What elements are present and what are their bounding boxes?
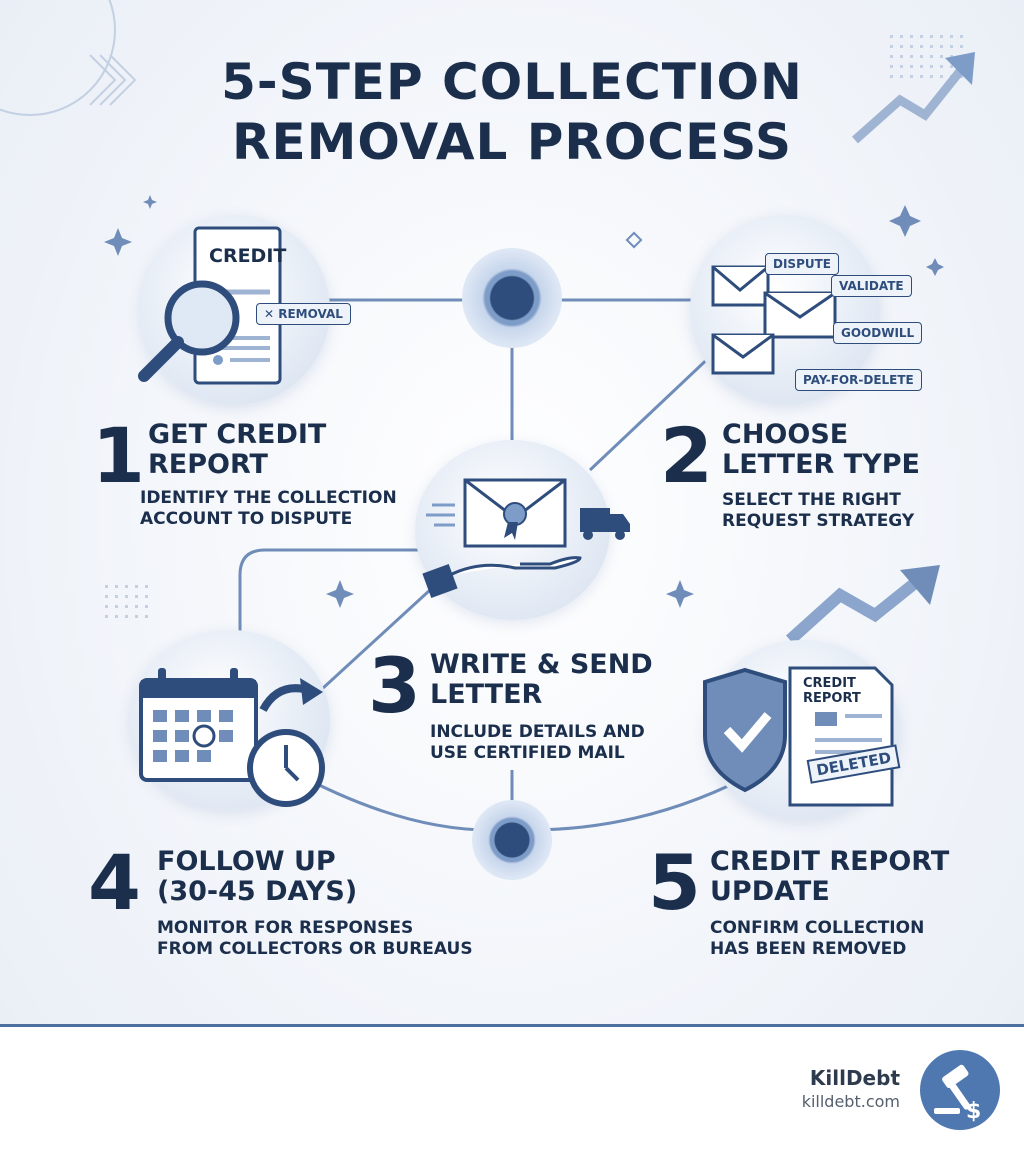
title-line-2: REMOVAL PROCESS <box>231 113 793 171</box>
shield-report-deleted-icon <box>703 666 894 807</box>
step-3-number: 3 <box>368 641 421 730</box>
step-1-title-line-1: GET CREDIT <box>148 419 327 450</box>
calendar-clock-icon <box>139 668 325 807</box>
dispute-tag: DISPUTE <box>765 253 839 275</box>
step-5-number: 5 <box>648 838 701 927</box>
svg-text:$: $ <box>966 1099 981 1124</box>
step-5-description: CONFIRM COLLECTION HAS BEEN REMOVED <box>710 918 924 960</box>
step-5-doc-line-1: CREDIT <box>803 676 856 691</box>
step-2-number: 2 <box>660 411 713 500</box>
step-2-title-line-2: LETTER TYPE <box>722 449 920 480</box>
step-5-desc-line-1: CONFIRM COLLECTION <box>710 918 925 938</box>
step-4-desc-line-1: MONITOR FOR RESPONSES <box>157 918 414 938</box>
step-5-title-line-1: CREDIT REPORT <box>710 846 950 877</box>
step-2-title: CHOOSE LETTER TYPE <box>722 420 920 480</box>
step-1-desc-line-1: IDENTIFY THE COLLECTION <box>140 488 397 508</box>
step-5-doc-line-2: REPORT <box>803 691 861 706</box>
brand-name: KillDebt <box>809 1066 900 1090</box>
step-3-desc-line-2: USE CERTIFIED MAIL <box>430 743 625 763</box>
footer <box>0 1024 1024 1154</box>
certified-mail-hand-icon <box>422 478 630 599</box>
step-5-doc-label: CREDIT REPORT <box>803 676 861 706</box>
step-3-title-line-2: LETTER <box>430 679 543 710</box>
step-3-description: INCLUDE DETAILS AND USE CERTIFIED MAIL <box>430 722 645 764</box>
envelopes-icon <box>711 265 837 375</box>
step-5-desc-line-2: HAS BEEN REMOVED <box>710 939 907 959</box>
step-3-desc-line-1: INCLUDE DETAILS AND <box>430 722 645 742</box>
step-4-desc-line-2: FROM COLLECTORS OR BUREAUS <box>157 939 473 959</box>
step-1-desc-line-2: ACCOUNT TO DISPUTE <box>140 509 353 529</box>
removal-tag: ✕ REMOVAL <box>256 303 351 325</box>
step-2-title-line-1: CHOOSE <box>722 419 849 450</box>
step-4-description: MONITOR FOR RESPONSES FROM COLLECTORS OR… <box>157 918 473 960</box>
validate-tag: VALIDATE <box>831 275 912 297</box>
goodwill-tag: GOODWILL <box>833 322 923 344</box>
page-title: 5-STEP COLLECTION REMOVAL PROCESS <box>0 52 1024 172</box>
step-3-title-line-1: WRITE & SEND <box>430 649 653 680</box>
step-2-description: SELECT THE RIGHT REQUEST STRATEGY <box>722 490 914 532</box>
step-5-title-line-2: UPDATE <box>710 876 830 907</box>
step-3-title: WRITE & SEND LETTER <box>430 650 653 710</box>
step-2-desc-line-2: REQUEST STRATEGY <box>722 511 915 531</box>
brand-url[interactable]: killdebt.com <box>801 1092 900 1111</box>
step-4-number: 4 <box>88 838 141 927</box>
step-4-title: FOLLOW UP (30-45 DAYS) <box>157 847 357 907</box>
title-line-1: 5-STEP COLLECTION <box>221 53 803 111</box>
step-1-number: 1 <box>92 411 145 500</box>
gavel-dollar-logo-icon: $ <box>920 1050 1000 1130</box>
step-1-title-line-2: REPORT <box>148 449 268 480</box>
step-2-desc-line-1: SELECT THE RIGHT <box>722 490 901 510</box>
pay-for-delete-tag: PAY-FOR-DELETE <box>795 369 922 391</box>
step-1-description: IDENTIFY THE COLLECTION ACCOUNT TO DISPU… <box>140 488 397 530</box>
step-4-title-line-2: (30-45 DAYS) <box>157 876 358 907</box>
step-1-title: GET CREDIT REPORT <box>148 420 326 480</box>
step-5-title: CREDIT REPORT UPDATE <box>710 847 949 907</box>
step-1-doc-label: CREDIT <box>209 245 287 267</box>
top-junction-node <box>462 248 562 348</box>
bottom-junction-node <box>472 800 552 880</box>
step-4-title-line-1: FOLLOW UP <box>157 846 336 877</box>
